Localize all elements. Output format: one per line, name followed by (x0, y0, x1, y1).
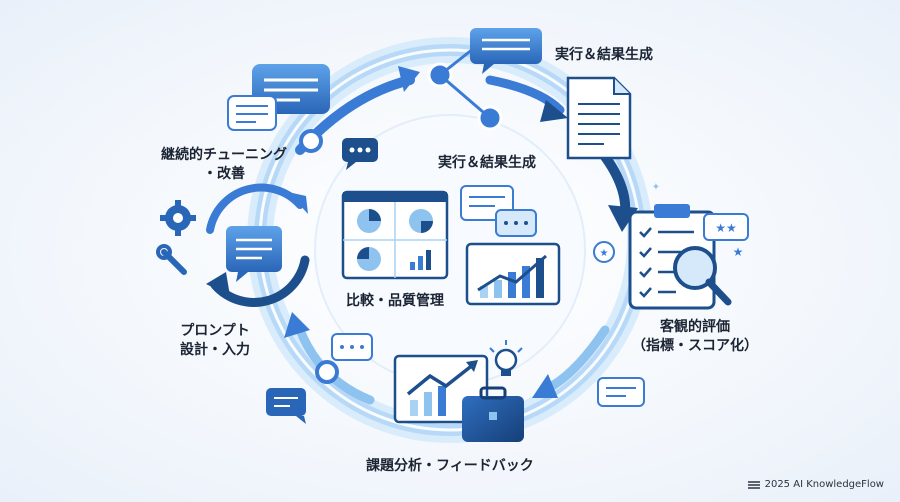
gear-icon (160, 200, 196, 236)
star-badge-icon: ★★ ★ ★ ✦ (593, 182, 749, 263)
flow-logo-icon (747, 480, 760, 489)
chat-bubble-small-icon (227, 95, 277, 131)
label-comparison-quality: 比較・品質管理 (346, 293, 444, 309)
document-icon (566, 76, 632, 160)
label-objective-evaluation: 客観的評価 （指標・スコア化） (620, 318, 770, 356)
chat-bubble-top-icon (470, 28, 542, 74)
svg-text:★★: ★★ (715, 221, 737, 235)
briefcase-icon (462, 386, 524, 442)
label-continuous-tuning-line1: 継続的チューニング (161, 147, 287, 163)
lightbulb-icon (489, 340, 523, 376)
label-prompt-design-line1: プロンプト (180, 323, 250, 339)
label-continuous-tuning: 継続的チューニング ・改善 (152, 146, 296, 184)
label-prompt-design-line2: 設計・入力 (180, 342, 250, 358)
ring-nodes (299, 43, 503, 384)
svg-text:★: ★ (733, 245, 744, 259)
label-objective-evaluation-line2: （指標・スコア化） (632, 338, 758, 354)
chat-dots-icon (342, 138, 378, 170)
magnifier-icon (673, 246, 732, 306)
svg-text:✦: ✦ (652, 182, 660, 193)
chat-bubble-bottom-icon (266, 333, 645, 424)
footer: 2025 AI KnowledgeFlow (747, 479, 884, 490)
label-objective-evaluation-line1: 客観的評価 (660, 319, 730, 335)
wrench-icon (156, 244, 187, 275)
dashboard-window-icon (341, 190, 449, 280)
svg-text:★: ★ (600, 248, 609, 259)
label-issue-analysis: 課題分析・フィードバック (366, 458, 534, 474)
label-execution-top-center: 実行＆結果生成 (438, 155, 536, 171)
cycle-arrows (284, 66, 638, 405)
refresh-cycle-icon (206, 183, 310, 307)
label-continuous-tuning-line2: ・改善 (203, 166, 245, 182)
label-prompt-design: プロンプト 設計・入力 (165, 322, 265, 360)
label-execution-top-right: 実行＆結果生成 (555, 47, 653, 63)
chat-bubble-center-icon (460, 185, 537, 237)
chat-bubble-center-left-icon (226, 226, 282, 282)
trend-chart-icon (465, 242, 561, 306)
footer-text: 2025 AI KnowledgeFlow (764, 479, 884, 490)
